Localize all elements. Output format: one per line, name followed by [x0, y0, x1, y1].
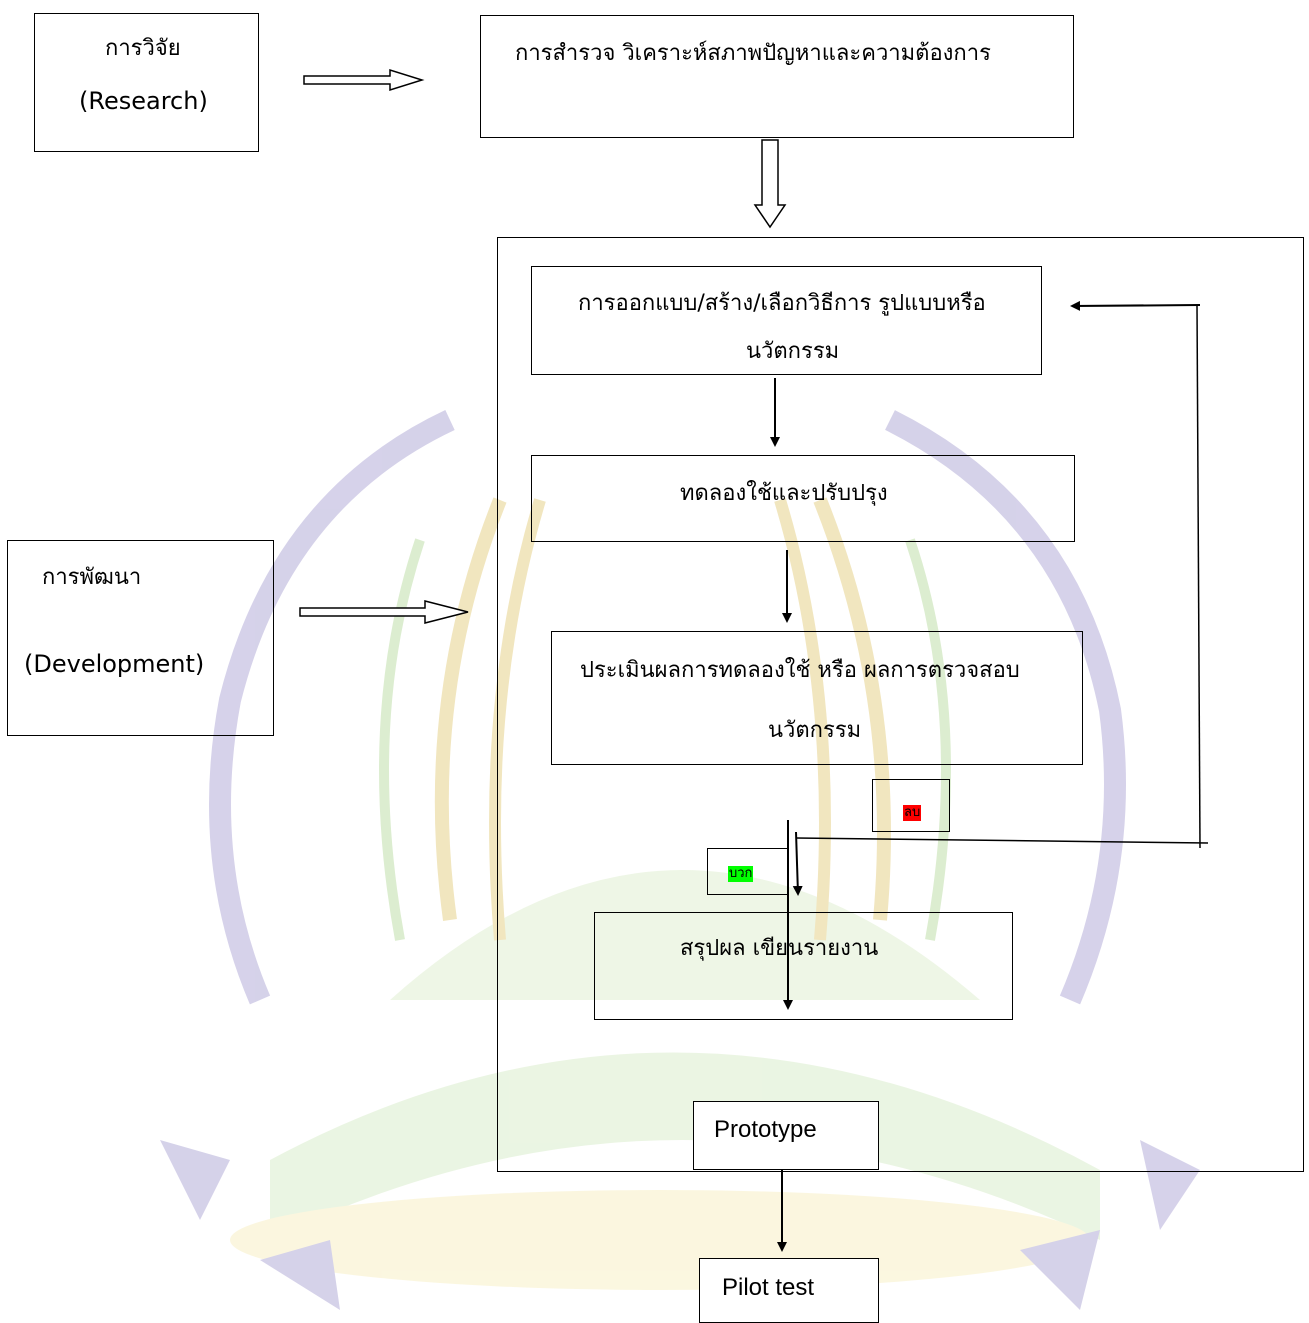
pilot-test-label: Pilot test — [722, 1274, 815, 1301]
hollow-arrow-research — [303, 68, 425, 92]
design-box — [531, 266, 1042, 375]
conclude-label: สรุปผล เขียนรายงาน — [680, 936, 879, 961]
design-label-line1: การออกแบบ/สร้าง/เลือกวิธีการ รูปแบบหรือ — [578, 291, 986, 316]
design-label-line2: นวัตกรรม — [746, 339, 840, 364]
survey-label: การสำรวจ วิเคราะห์สภาพปัญหาและความต้องกา… — [515, 41, 991, 66]
conclude-box — [594, 912, 1013, 1020]
development-label: การพัฒนา — [42, 565, 142, 590]
survey-box — [480, 15, 1074, 138]
hollow-arrow-survey-down — [753, 139, 787, 229]
development-frame — [497, 237, 1304, 1172]
research-label-en: (Research) — [79, 87, 208, 115]
prototype-box — [693, 1101, 879, 1170]
research-label: การวิจัย — [105, 36, 181, 61]
trial-box — [531, 455, 1075, 542]
prototype-label: Prototype — [714, 1116, 817, 1143]
negative-box — [872, 779, 950, 832]
positive-label: บวก — [728, 866, 754, 882]
research-box — [34, 13, 259, 152]
evaluate-label-line1: ประเมินผลการทดลองใช้ หรือ ผลการตรวจสอบ — [580, 658, 1020, 683]
development-label-en: (Development) — [24, 650, 205, 678]
negative-label: ลบ — [903, 805, 922, 821]
evaluate-label-line2: นวัตกรรม — [768, 718, 862, 743]
development-box — [7, 540, 274, 736]
pilot-test-box — [699, 1258, 879, 1323]
trial-label: ทดลองใช้และปรับปรุง — [680, 481, 888, 506]
evaluate-box — [551, 631, 1083, 765]
